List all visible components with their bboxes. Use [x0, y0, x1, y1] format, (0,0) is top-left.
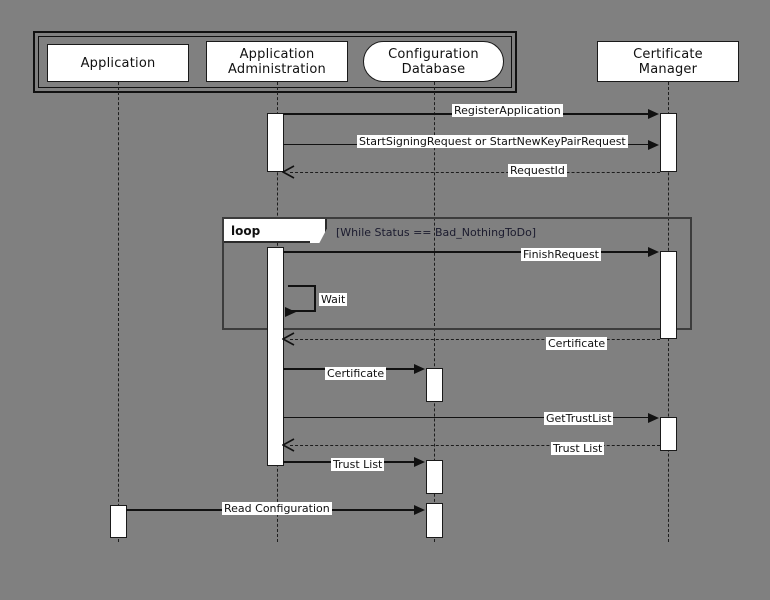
message-label-trust-list-store: Trust List: [331, 458, 385, 471]
loop-fragment-keyword: loop: [231, 224, 261, 238]
lifeline-configuration-database: [434, 82, 435, 542]
loop-fragment: [222, 217, 692, 330]
message-label-get-trust-list: GetTrustList: [544, 412, 614, 425]
participants-frame-inner: [38, 36, 512, 88]
participant-configuration-database[interactable]: Configuration Database: [363, 41, 504, 82]
message-arrowhead-certificate-store: [414, 364, 425, 374]
message-line-request-id: [290, 172, 660, 173]
participant-application-administration-label-line1: Application: [239, 46, 315, 62]
message-arrowhead-request-id: [282, 165, 295, 179]
loop-fragment-guard: [While Status == Bad_NothingToDo]: [336, 226, 537, 239]
lifeline-application: [118, 82, 119, 542]
participant-certificate-manager-label-line2: Manager: [638, 61, 698, 77]
activation-certificate-manager-1: [660, 113, 677, 172]
message-label-wait: Wait: [319, 293, 348, 306]
message-label-certificate-store: Certificate: [325, 367, 387, 380]
message-arrowhead-start-signing-request: [648, 140, 659, 150]
message-line-get-trust-list: [283, 417, 649, 418]
message-arrowhead-certificate-return: [282, 332, 295, 346]
activation-application-administration-1: [267, 113, 284, 172]
message-arrowhead-get-trust-list: [648, 413, 659, 423]
message-label-trust-list-return: Trust List: [551, 442, 605, 455]
message-arrowhead-wait: [285, 307, 296, 317]
activation-application-1: [110, 505, 127, 538]
activation-configuration-database-1: [426, 368, 443, 402]
message-arrowhead-read-configuration: [414, 505, 425, 515]
activation-certificate-manager-2: [660, 251, 677, 339]
activation-certificate-manager-3: [660, 417, 677, 451]
participant-certificate-manager-label-line1: Certificate: [633, 46, 703, 62]
message-label-register-application: RegisterApplication: [452, 104, 563, 117]
message-arrowhead-trust-list-store: [414, 457, 425, 467]
participant-application-label: Application: [80, 55, 156, 71]
participant-application-administration[interactable]: Application Administration: [206, 41, 348, 82]
message-selfcall-wait: [288, 285, 316, 312]
message-line-certificate-return: [290, 339, 660, 340]
message-label-finish-request: FinishRequest: [521, 248, 601, 261]
participant-application-administration-label-line2: Administration: [228, 61, 326, 77]
message-label-request-id: RequestId: [508, 164, 567, 177]
activation-configuration-database-3: [426, 503, 443, 538]
participant-configuration-database-label-line2: Database: [401, 61, 466, 77]
activation-configuration-database-2: [426, 460, 443, 494]
participant-configuration-database-label-line1: Configuration: [388, 46, 479, 62]
activation-application-administration-2: [267, 247, 284, 466]
message-label-read-configuration: Read Configuration: [222, 502, 332, 515]
message-arrowhead-finish-request: [648, 247, 659, 257]
message-label-start-signing-request: StartSigningRequest or StartNewKeyPairRe…: [357, 135, 628, 148]
message-arrowhead-trust-list-return: [282, 438, 295, 452]
participant-certificate-manager[interactable]: Certificate Manager: [597, 41, 739, 82]
participants-frame: [33, 31, 517, 93]
message-line-trust-list-return: [290, 445, 660, 446]
participant-application[interactable]: Application: [47, 44, 189, 82]
message-label-certificate-return: Certificate: [546, 337, 608, 350]
message-arrowhead-register-application: [648, 109, 659, 119]
message-line-finish-request: [283, 251, 649, 253]
loop-fragment-tab: [224, 219, 319, 243]
